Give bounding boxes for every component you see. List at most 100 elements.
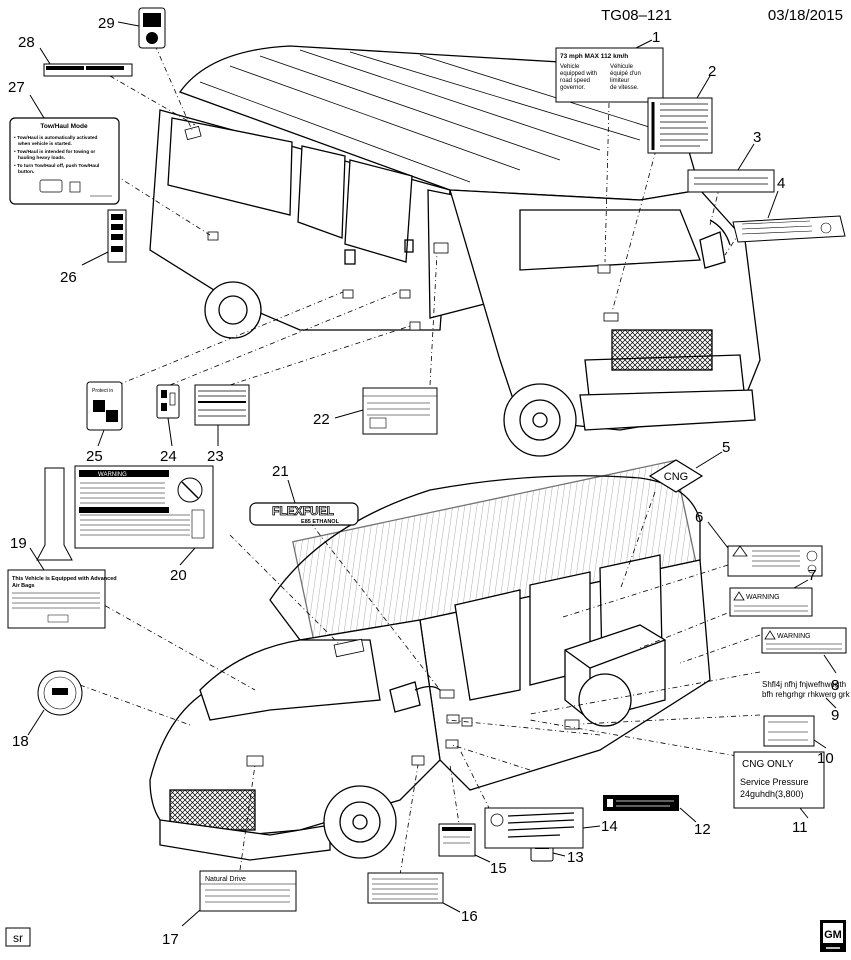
label-27-tow-haul: Tow/Haul Mode • Tow/Haul is automaticall… (9, 117, 120, 205)
label-20-warning-text: WARNING (98, 472, 127, 478)
callout-21: 21 (272, 463, 289, 480)
label-21-brand: FLEXFUEL (272, 504, 334, 518)
label-25: Protect in (86, 381, 123, 431)
label-5-cng-diamond: CNG (648, 459, 704, 493)
label-9-line-1: Shfl4j nfhj fnjwefhwegth (762, 680, 846, 689)
callout-2: 2 (708, 63, 716, 80)
label-19-title-2: Air Bags (12, 583, 35, 589)
callout-9: 9 (831, 707, 839, 724)
label-1-en-4: governor. (560, 85, 585, 91)
label-27-line-3: • Tow/Haul is intended for towing or (14, 149, 95, 155)
label-11-line-1: Service Pressure (740, 777, 809, 787)
callout-6: 6 (695, 509, 703, 526)
label-5-text: CNG (664, 471, 688, 483)
bottom-van (149, 459, 711, 861)
label-1-en-2: equipped with (560, 71, 597, 77)
label-27-title: Tow/Haul Mode (40, 123, 88, 130)
label-23 (194, 384, 250, 426)
label-27-line-4: hauling heavy loads. (18, 155, 65, 161)
callout-14: 14 (601, 818, 618, 835)
label-29 (138, 7, 166, 49)
label-1-en-3: road speed (560, 78, 590, 84)
label-1-en-1: Vehicle (560, 64, 580, 70)
label-19-airbag: This Vehicle is Equipped with Advanced A… (7, 467, 117, 629)
label-27-line-1: • Tow/Haul is automatically activated (14, 135, 97, 141)
callout-3: 3 (753, 129, 761, 146)
label-11-title: CNG ONLY (742, 759, 794, 770)
callout-25: 25 (86, 448, 103, 465)
callout-numbers: 1 2 3 4 5 6 7 8 9 10 11 12 13 14 15 16 1… (8, 15, 839, 948)
label-15 (438, 823, 476, 857)
label-4 (732, 215, 846, 243)
callout-leaders (27, 21, 837, 927)
callout-18: 18 (12, 733, 29, 750)
label-8-warning: WARNING (761, 627, 847, 654)
label-1-fr-1: Véhicule (610, 64, 634, 70)
gm-logo: GM (824, 929, 842, 941)
callout-5: 5 (722, 439, 730, 456)
callout-1: 1 (652, 29, 660, 46)
label-2 (647, 97, 713, 154)
label-20-warning: WARNING (74, 465, 214, 549)
label-11-cng-only: CNG ONLY Service Pressure 24guhdh(3,800) (733, 751, 825, 809)
label-1-speed: 73 mph MAX 112 km/h (560, 53, 628, 60)
top-van (149, 45, 761, 457)
label-9-line-2: bfh rehgrhgr rhkwerg grk (762, 690, 851, 699)
diagram-id: TG08–121 (601, 7, 672, 24)
callout-13: 13 (567, 849, 584, 866)
corner-code: sr (13, 931, 23, 945)
label-16 (367, 872, 444, 904)
callout-28: 28 (18, 34, 35, 51)
label-12 (603, 795, 679, 811)
label-8-warning-text: WARNING (777, 633, 811, 640)
callout-24: 24 (160, 448, 177, 465)
callout-20: 20 (170, 567, 187, 584)
callout-26: 26 (60, 269, 77, 286)
label-17-natural-drive: Natural Drive (199, 870, 297, 912)
callout-29: 29 (98, 15, 115, 32)
callout-12: 12 (694, 821, 711, 838)
label-27-line-5: • To turn Tow/Haul off, push Tow/Haul (14, 163, 99, 169)
label-11-line-2: 24guhdh(3,800) (740, 789, 804, 799)
label-9: Shfl4j nfhj fnjwefhwegth bfh rehgrhgr rh… (762, 680, 851, 699)
callout-16: 16 (461, 908, 478, 925)
callout-11: 11 (792, 819, 808, 836)
callout-23: 23 (207, 448, 224, 465)
label-27-line-6: button. (18, 169, 34, 175)
label-19-title: This Vehicle is Equipped with Advanced (12, 576, 117, 582)
callout-22: 22 (313, 411, 330, 428)
label-3 (687, 169, 775, 193)
label-1-fr-4: de vitesse. (610, 85, 639, 91)
label-26 (107, 209, 127, 263)
diagram-date: 03/18/2015 (768, 7, 843, 24)
callout-27: 27 (8, 79, 25, 96)
callout-8: 8 (831, 677, 839, 694)
label-25-text: Protect in (92, 388, 113, 394)
label-22 (362, 387, 438, 435)
label-21-flexfuel: FLEXFUEL E85 ETHANOL (249, 502, 359, 526)
callout-4: 4 (777, 175, 785, 192)
callout-19: 19 (10, 535, 27, 552)
callout-17: 17 (162, 931, 179, 948)
label-14 (484, 807, 584, 849)
callout-7: 7 (808, 567, 816, 584)
van-label-patches (184, 125, 619, 767)
callout-15: 15 (490, 860, 507, 877)
label-1-fr-3: limiteur (610, 78, 629, 84)
label-24 (156, 384, 180, 419)
label-21-sub: E85 ETHANOL (301, 519, 340, 525)
label-1-speed-governor: 73 mph MAX 112 km/h Vehicle equipped wit… (555, 47, 664, 103)
label-28 (43, 63, 133, 77)
label-27-line-2: when vehicle is started. (17, 141, 72, 147)
label-7-warning-text: WARNING (746, 594, 780, 601)
label-1-fr-2: équipé d'un (610, 71, 641, 77)
label-10 (763, 715, 815, 747)
leader-lines (79, 44, 761, 876)
label-6 (727, 545, 823, 577)
footer: sr GM (5, 920, 846, 952)
label-7-warning: WARNING (729, 587, 813, 617)
label-17-title: Natural Drive (205, 876, 246, 883)
callout-10: 10 (817, 750, 834, 767)
label-18-circle (37, 670, 83, 716)
